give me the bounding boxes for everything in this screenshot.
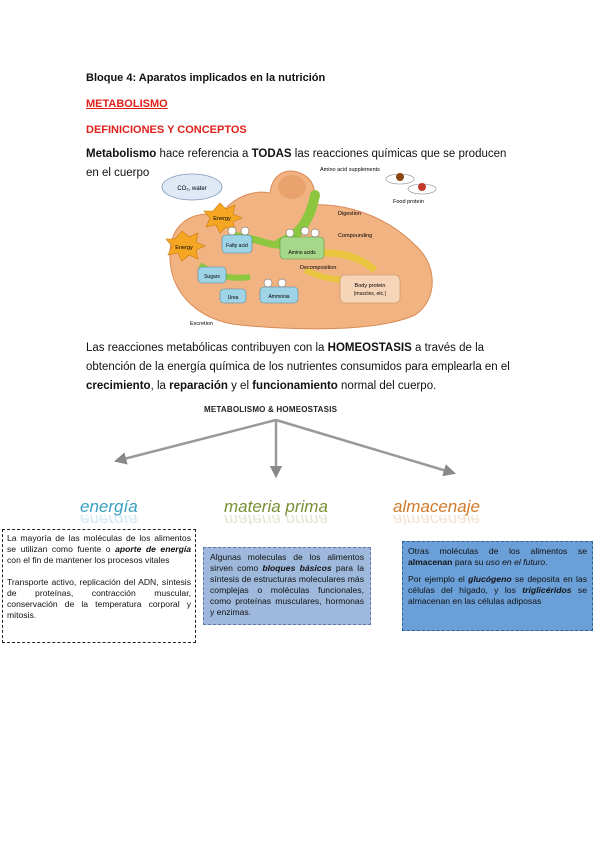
energia-emphasis: aporte de energía bbox=[115, 544, 192, 554]
label-urea: Urea bbox=[228, 295, 239, 301]
energia-box: La mayoría de las moléculas de los alime… bbox=[2, 529, 196, 643]
label-co2: CO₂, water bbox=[177, 186, 206, 192]
label-food-protein: Food protein bbox=[393, 199, 424, 205]
almacenaje-future: uso en el futuro bbox=[485, 557, 546, 567]
label-digestion: Digestion bbox=[338, 211, 361, 217]
almacenaje-box: Otras moléculas de los alimentos se alma… bbox=[402, 541, 593, 631]
label-supplements: Amino acid supplements bbox=[320, 167, 380, 173]
label-body-protein-sub: (muscles, etc.) bbox=[354, 291, 387, 297]
label-energy-1: Energy bbox=[213, 216, 231, 222]
label-excretion: Excretion bbox=[190, 321, 213, 327]
branch-energia-arrow bbox=[113, 418, 277, 465]
label-fatty-acid: Fatty acid bbox=[226, 243, 248, 249]
materia-prima-box: Algunas moleculas de los alimentos sirve… bbox=[203, 547, 371, 625]
term-crecimiento: crecimiento bbox=[86, 380, 151, 392]
label-decomposition: Decomposition bbox=[300, 265, 336, 271]
term-reparacion: reparación bbox=[169, 380, 228, 392]
homeostasis-text-1: Las reacciones metabólicas contribuyen c… bbox=[86, 342, 328, 354]
section-title: METABOLISMO bbox=[86, 98, 168, 110]
materia-prima-box-text: Algunas moleculas de los alimentos sirve… bbox=[210, 552, 364, 617]
term-metabolismo: Metabolismo bbox=[86, 148, 157, 160]
term-glucogeno: glucógeno bbox=[468, 574, 512, 584]
term-funcionamiento: funcionamiento bbox=[252, 380, 338, 392]
branch-almacenaje-arrow bbox=[275, 418, 456, 477]
label-body-protein: Body protein bbox=[355, 283, 386, 289]
term-trigliceridos: triglicéridos bbox=[522, 585, 572, 595]
label-sugars: Sugars bbox=[204, 274, 220, 280]
category-materia-prima-reflection: materia prima bbox=[224, 515, 328, 525]
metabolism-definition: Metabolismo hace referencia a TODAS las … bbox=[86, 145, 516, 183]
term-homeostasis: HOMEOSTASIS bbox=[327, 342, 412, 354]
category-materia-prima: materia prima bbox=[224, 497, 328, 516]
definition-text-1: hace referencia a bbox=[156, 148, 252, 160]
energia-box-text: La mayoría de las moléculas de los alime… bbox=[7, 533, 192, 565]
almacenaje-emphasis: almacenan bbox=[408, 557, 453, 567]
label-compounding: Compounding bbox=[338, 233, 372, 239]
homeostasis-and: y el bbox=[227, 380, 253, 392]
almacenaje-box-example: Por ejemplo el glucógeno se deposita en … bbox=[408, 574, 587, 606]
term-todas: TODAS bbox=[251, 148, 292, 160]
homeostasis-text-2: a través de la obtención de la energía q… bbox=[86, 342, 510, 373]
homeostasis-paragraph: Las reacciones metabólicas contribuyen c… bbox=[86, 339, 516, 396]
homeostasis-text-3: normal del cuerpo. bbox=[337, 380, 437, 392]
homeostasis-comma: , la bbox=[150, 380, 170, 392]
metabolism-illustration: CO₂, water Energy Energy Fatty acid Suga… bbox=[161, 167, 437, 330]
document-title: Bloque 4: Aparatos implicados en la nutr… bbox=[86, 72, 326, 84]
diagram-title: METABOLISMO & HOMEOSTASIS bbox=[204, 405, 338, 414]
definition-text-2: las reacciones químicas que se producen … bbox=[86, 148, 507, 179]
diagram-branches bbox=[113, 418, 456, 479]
category-almacenaje-reflection: almacenaje bbox=[393, 515, 480, 525]
energia-box-examples: Transporte activo, replicación del ADN, … bbox=[7, 577, 191, 620]
label-energy-2: Energy bbox=[175, 245, 193, 251]
category-energia-reflection: energía bbox=[80, 515, 138, 525]
label-amino-acids: Amino acids bbox=[288, 250, 316, 256]
subsection-title: DEFINICIONES Y CONCEPTOS bbox=[86, 124, 247, 136]
label-ammonia: Ammonia bbox=[268, 294, 289, 300]
category-almacenaje: almacenaje bbox=[393, 497, 480, 516]
materia-prima-emphasis: bloques básicos bbox=[262, 563, 332, 573]
almacenaje-box-text: Otras moléculas de los alimentos se alma… bbox=[408, 546, 587, 567]
category-energia: energía bbox=[80, 497, 138, 516]
